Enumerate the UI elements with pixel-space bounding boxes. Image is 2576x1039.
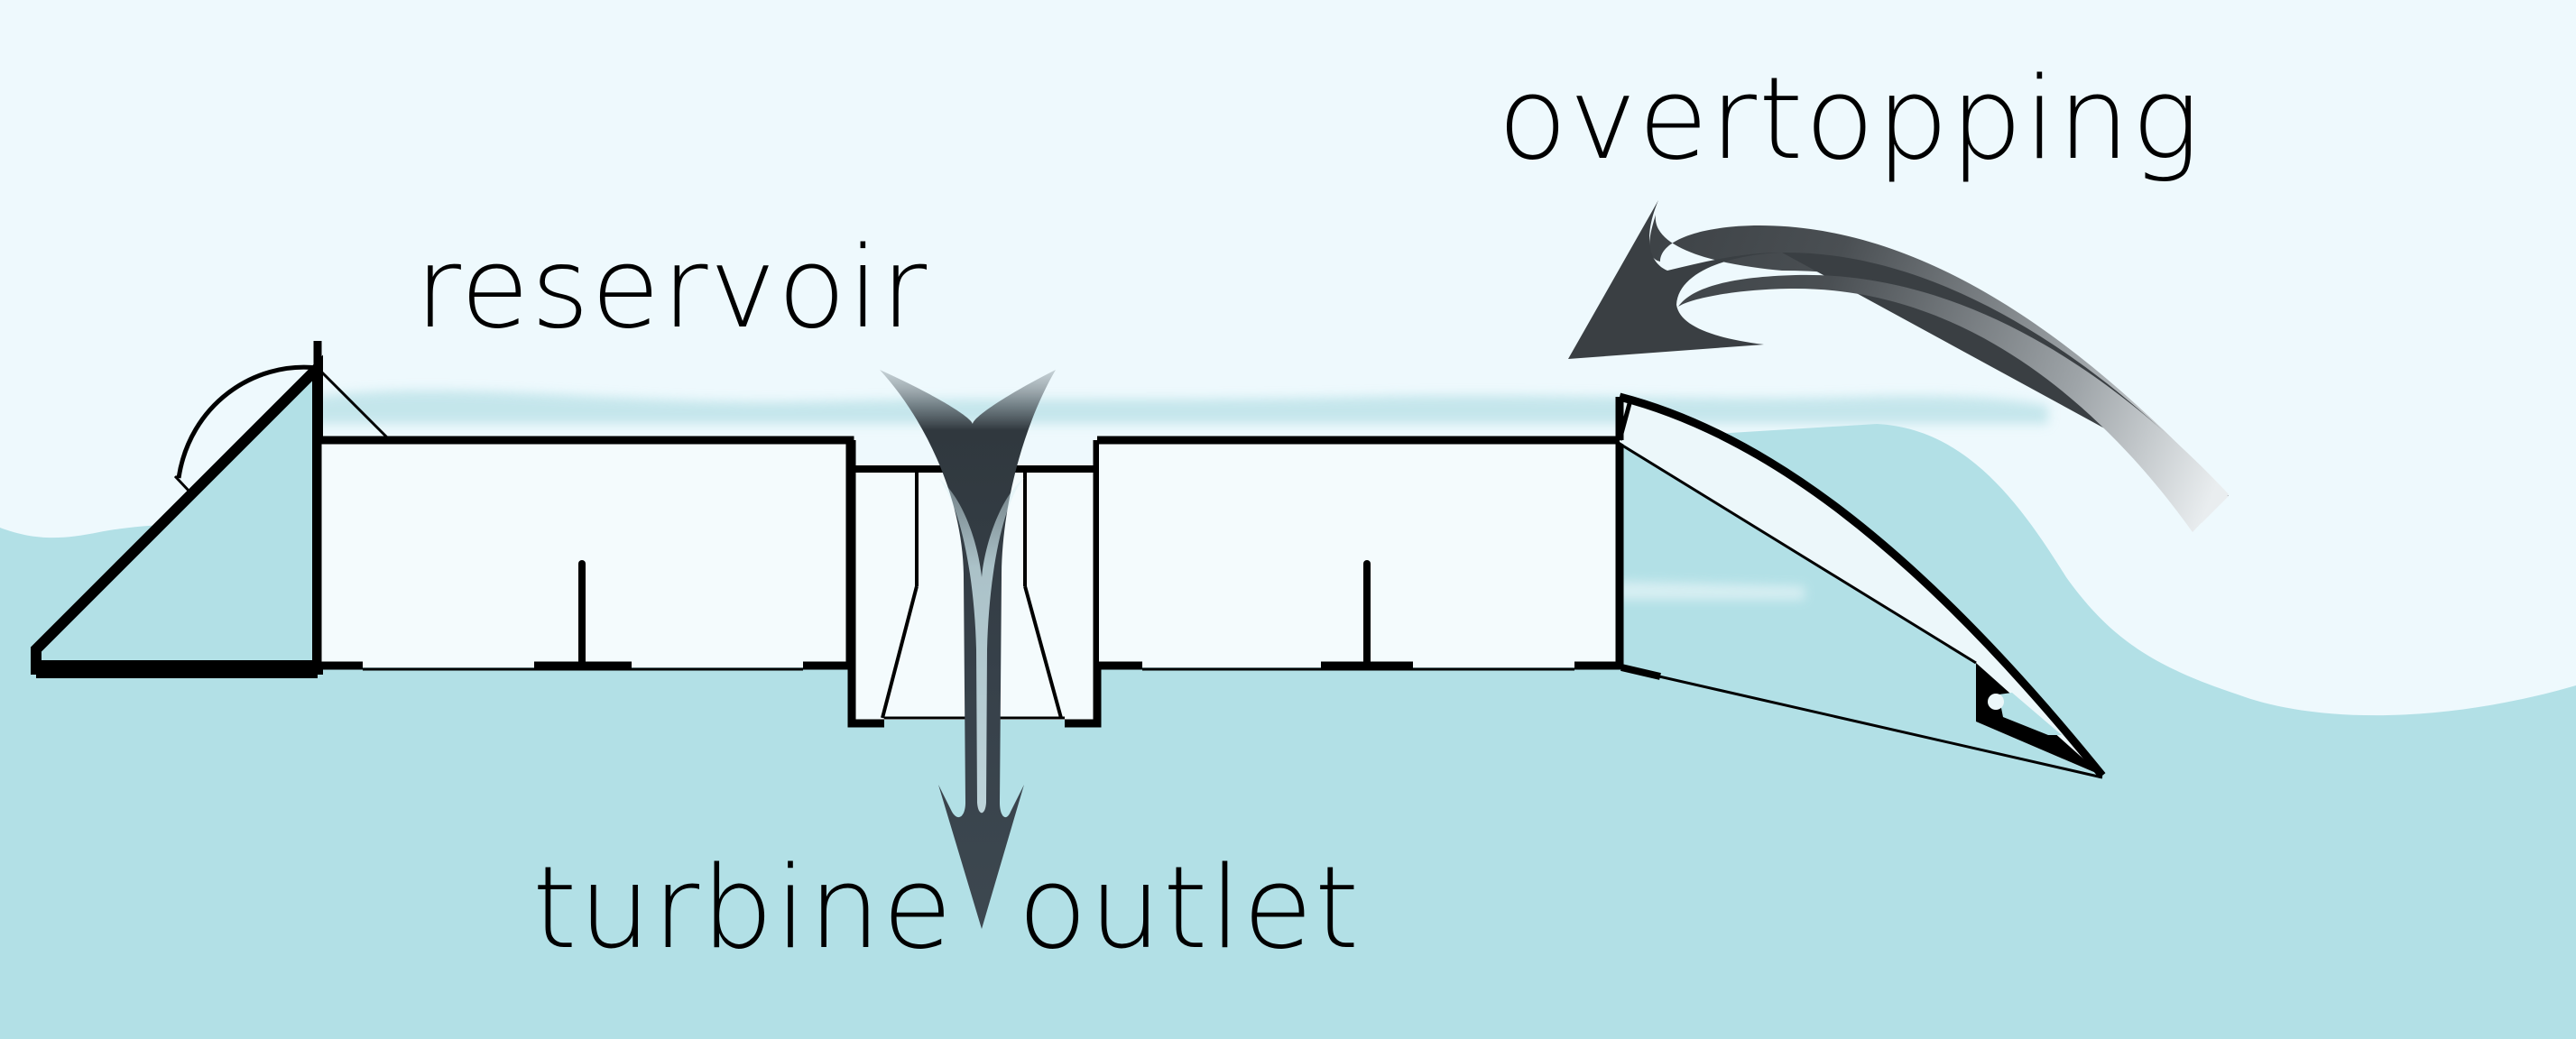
reservoir-chamber-right xyxy=(1099,440,1618,667)
turbine-flow-arrow xyxy=(880,370,1056,929)
hinged-flap xyxy=(176,364,319,479)
outlet-label: outlet xyxy=(1018,841,1361,974)
distant-wave xyxy=(316,391,2048,424)
overtopping-label: overtopping xyxy=(1498,52,2202,185)
reservoir-label: reservoir xyxy=(415,224,928,354)
overtopping-arrow xyxy=(1568,200,2229,532)
turbine-label: turbine xyxy=(532,841,954,974)
